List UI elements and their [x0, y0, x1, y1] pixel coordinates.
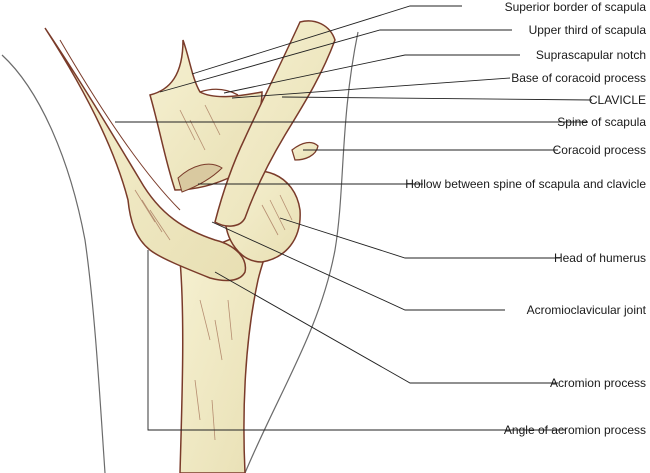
- label-superior-border-of-scapula: Superior border of scapula: [504, 0, 646, 14]
- bone-shading: [134, 104, 293, 441]
- label-spine-of-scapula: Spine of scapula: [557, 115, 646, 129]
- leader-clavicle: [281, 96, 593, 101]
- label-acromion-process: Acromion process: [549, 376, 646, 390]
- clavicle-shape: [214, 20, 336, 227]
- leader-upper-third: [159, 29, 512, 93]
- leader-acj: [211, 221, 505, 311]
- label-clavicle: CLAVICLE: [588, 93, 646, 107]
- leader-suprascapular-notch: [223, 54, 520, 94]
- label-coracoid-process: Coracoid process: [552, 143, 646, 157]
- label-base-of-coracoid-process: Base of coracoid process: [511, 71, 646, 85]
- label-suprascapular-notch: Suprascapular notch: [535, 48, 646, 62]
- leader-angle: [147, 250, 566, 431]
- body-outline-left: [1, 54, 106, 473]
- notch-shape: [199, 88, 239, 96]
- coracoid-shape: [291, 141, 319, 161]
- label-angle-of-acromion-process: Angle of acromion process: [503, 423, 646, 437]
- hollow-shading: [177, 163, 223, 193]
- leader-base-coracoid: [231, 77, 511, 99]
- label-upper-third-of-scapula: Upper third of scapula: [528, 23, 646, 37]
- label-hollow-between-spine-and-clavicle: Hollow between spine of scapula and clav…: [405, 177, 646, 191]
- spine-inner-line: [59, 39, 181, 211]
- leader-head-humerus: [279, 217, 560, 259]
- label-head-of-humerus: Head of humerus: [553, 251, 646, 265]
- spine-of-scapula: [44, 27, 247, 282]
- leader-acromion: [214, 271, 558, 384]
- body-outline-right: [244, 31, 359, 473]
- leader-lines: [115, 5, 593, 431]
- label-acromioclavicular-joint: Acromioclavicular joint: [526, 303, 646, 317]
- leader-superior-border: [191, 5, 462, 75]
